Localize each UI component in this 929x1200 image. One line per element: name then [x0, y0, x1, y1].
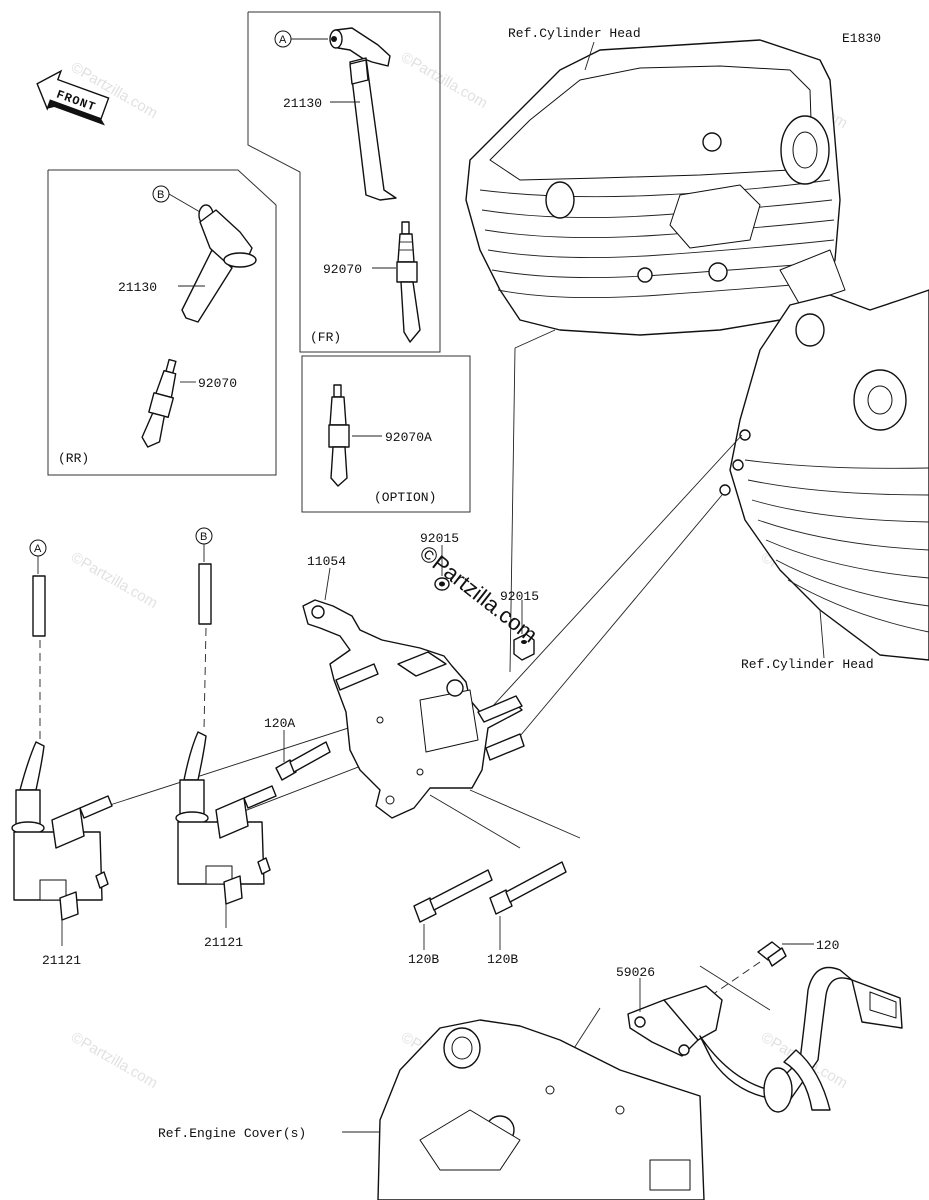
box-fr-label: (FR): [310, 330, 341, 345]
label-21121-right: 21121: [204, 935, 243, 950]
spark-plug-cap-fr: [329, 27, 397, 201]
connector-tag-a-coil-label: A: [34, 543, 42, 555]
ignition-coil-right: [175, 563, 277, 905]
label-11054: 11054: [307, 554, 346, 569]
diagram-code: E1830: [842, 31, 881, 46]
box-rr: B 21130 92070 (RR): [47, 169, 277, 476]
label-ref-engine-cover: Ref.Engine Cover(s): [158, 1126, 306, 1141]
label-92070a: 92070A: [385, 430, 432, 445]
cylinder-head-top: [465, 39, 846, 336]
label-ref-cylinder-head-right: Ref.Cylinder Head: [741, 657, 874, 672]
spark-plug-option: [328, 384, 350, 487]
crank-sensor-bolt-120: [757, 941, 787, 967]
box-option-label: (OPTION): [374, 490, 436, 505]
spark-plug-cap-rr: [181, 204, 257, 323]
label-120-sensor-bolt: 120: [816, 938, 839, 953]
spark-plug-rr: [141, 358, 177, 448]
label-120b-left: 120B: [408, 952, 439, 967]
label-59026: 59026: [616, 965, 655, 980]
label-92070-rr: 92070: [198, 376, 237, 391]
label-ref-cylinder-head-top: Ref.Cylinder Head: [508, 26, 641, 41]
bolt-120a: [275, 741, 331, 781]
label-21121-left: 21121: [42, 953, 81, 968]
crank-sensor: [627, 966, 903, 1113]
label-21130-rr: 21130: [118, 280, 157, 295]
label-120b-right: 120B: [487, 952, 518, 967]
label-21130-fr: 21130: [283, 96, 322, 111]
label-92070-fr: 92070: [323, 262, 362, 277]
washer-92015-lower: [513, 633, 535, 661]
watermark: ©Partzilla.com: [398, 49, 490, 112]
connector-tag-b-coil-label: B: [200, 531, 207, 543]
connector-tag-b-label: B: [157, 189, 164, 201]
ignition-coil-bracket: [302, 599, 525, 819]
spark-plug-fr: [396, 221, 421, 343]
bolt-120b-right: [489, 861, 567, 915]
label-92015-lower: 92015: [500, 589, 539, 604]
connector-tag-a-label: A: [279, 34, 287, 46]
watermark: ©Partzilla.com: [68, 549, 160, 612]
box-fr: A 21130 92070 (FR): [247, 11, 441, 353]
bolt-120b-left: [413, 869, 493, 923]
watermark: ©Partzilla.com: [68, 1029, 160, 1092]
cylinder-head-right: [719, 289, 929, 661]
box-option: 92070A (OPTION): [301, 355, 471, 513]
ignition-coil-left: [11, 575, 113, 921]
washer-92015-top: [434, 577, 450, 591]
label-120a: 120A: [264, 716, 295, 731]
box-rr-label: (RR): [58, 451, 89, 466]
front-arrow-icon: FRONT: [36, 69, 110, 126]
engine-cover: [377, 1019, 705, 1200]
label-92015-top: 92015: [420, 531, 459, 546]
